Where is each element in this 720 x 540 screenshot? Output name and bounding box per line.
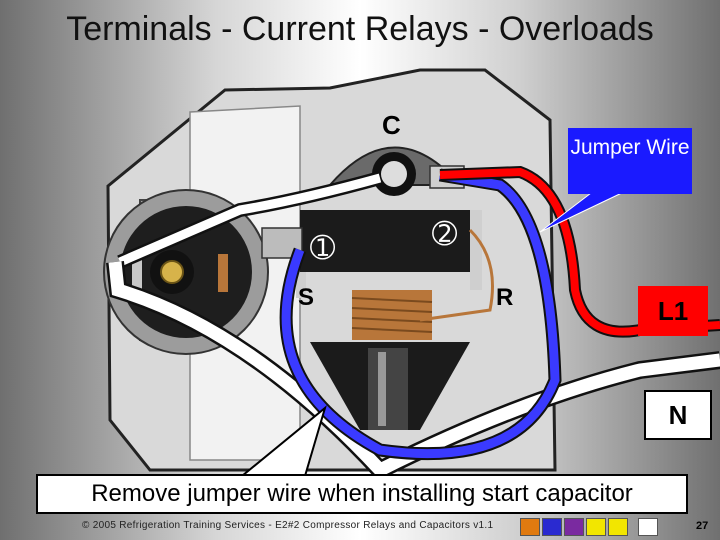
instruction-callout: Remove jumper wire when installing start…: [36, 474, 688, 514]
overload-screw: [160, 260, 184, 284]
back-icon[interactable]: [542, 518, 562, 536]
current-relay: [261, 210, 482, 430]
jumper-wire-callout: Jumper Wire: [568, 128, 692, 194]
slide-title: Terminals - Current Relays - Overloads: [66, 10, 654, 48]
relay-number-1: ➀: [310, 231, 335, 266]
footer-copyright: © 2005 Refrigeration Training Services -…: [82, 520, 494, 531]
relay-coil: [352, 290, 432, 340]
relay-number-2: ➁: [432, 217, 457, 252]
page-number: 27: [696, 520, 709, 532]
terminal-c-label: C: [382, 110, 401, 140]
prev-icon[interactable]: [586, 518, 606, 536]
wire-copper: [419, 228, 494, 322]
next-icon[interactable]: [608, 518, 628, 536]
home-icon[interactable]: [520, 518, 540, 536]
return-icon[interactable]: [564, 518, 584, 536]
exit-icon[interactable]: [638, 518, 658, 536]
terminal-r-label: R: [496, 284, 514, 311]
n-label: N: [644, 390, 712, 440]
l1-label: L1: [638, 286, 708, 336]
terminal-s-label: S: [298, 284, 315, 311]
